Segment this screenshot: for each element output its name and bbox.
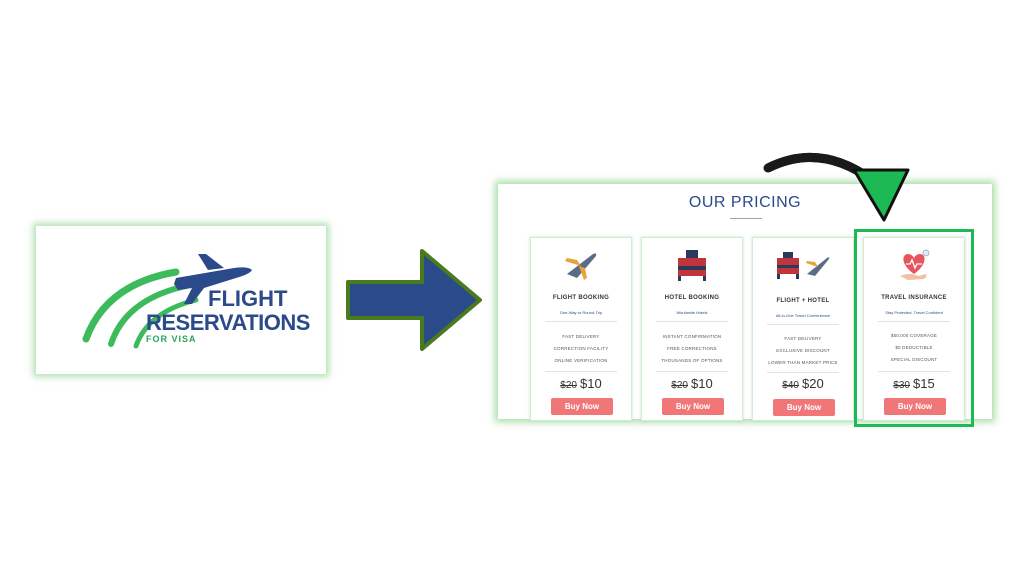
pricing-card-flight-hotel: FLIGHT + HOTEL All-in-One Travel Conveni… [752,237,854,421]
logo-text-for-visa: FOR VISA [146,334,197,344]
right-arrow-icon [346,249,482,351]
logo-text-flight: FLIGHT [208,286,288,311]
pricing-card-flight-booking: FLIGHT BOOKING One-Way or Round-Trip FAS… [530,237,632,421]
card-divider [767,324,839,325]
logo-card: FLIGHT RESERVATIONS FOR VISA [36,226,326,374]
price-row: $20$10 [642,375,742,393]
new-price: $10 [579,376,602,391]
pricing-panel: OUR PRICING FLIGHT BOOKING One-Way or Ro… [498,184,992,421]
airplane-icon [565,253,597,280]
logo-swoosh-graphic [82,254,252,349]
new-price: $20 [801,376,824,391]
logo-text-reservations: RESERVATIONS [146,310,310,335]
card-name: HOTEL BOOKING [664,295,720,301]
card-subtitle: All-in-One Travel Convenience [775,313,831,318]
price-row: $30$15 [864,375,964,393]
card-feature: SPECIAL DISCOUNT [890,357,938,362]
card-subtitle: Worldwide Hotels [676,310,708,315]
card-name: TRAVEL INSURANCE [881,295,947,301]
buy-now-button[interactable]: Buy Now [551,398,613,415]
card-subtitle: One-Way or Round-Trip [559,310,603,315]
pricing-title: OUR PRICING [688,194,802,211]
card-feature: INSTANT CONFIRMATION [662,334,722,339]
buy-now-button[interactable]: Buy Now [662,398,724,415]
heart-hand-icon [900,249,930,280]
card-feature: FAST DELIVERY [784,336,822,341]
pricing-card-travel-insurance: TRAVEL INSURANCE Stay Protected, Travel … [863,237,965,421]
card-divider [656,321,728,322]
card-subtitle: Stay Protected, Travel Confident [885,310,943,315]
old-price: $40 [782,380,799,391]
price-row: $40$20 [753,375,853,393]
card-divider [767,372,839,373]
buy-now-button[interactable]: Buy Now [884,398,946,415]
card-feature: FAST DELIVERY [562,334,600,339]
pricing-card-hotel-booking: HOTEL BOOKING Worldwide Hotels INSTANT C… [641,237,743,421]
card-divider [545,321,617,322]
curved-arrow-icon [763,153,910,222]
bed-and-plane-icon [777,252,830,279]
card-divider [878,371,950,372]
card-feature: EXCLUSIVE DISCOUNT [776,348,830,353]
old-price: $20 [560,380,577,391]
new-price: $15 [912,376,935,391]
card-name: FLIGHT + HOTEL [776,298,830,304]
new-price: $10 [690,376,713,391]
old-price: $30 [893,380,910,391]
price-row: $20$10 [531,375,631,393]
old-price: $20 [671,380,688,391]
hotel-bed-icon [678,250,706,281]
title-divider [730,218,762,219]
card-divider [878,321,950,322]
card-feature: ONLINE VERIFICATION [554,358,608,363]
buy-now-button[interactable]: Buy Now [773,399,835,416]
card-name: FLIGHT BOOKING [552,295,610,301]
card-feature: CORRECTION FACILITY [553,346,609,351]
card-divider [656,371,728,372]
card-feature: $0 DEDUCTIBLE [895,345,933,350]
card-divider [545,371,617,372]
card-feature: $50,000 COVERAGE [890,333,938,338]
card-feature: LOWER THAN MARKET PRICE [768,360,838,365]
highlight-box [854,229,974,427]
card-feature: THOUSANDS OF OPTIONS [661,358,723,363]
airplane-icon [174,254,252,304]
card-feature: FREE CORRECTIONS [667,346,717,351]
